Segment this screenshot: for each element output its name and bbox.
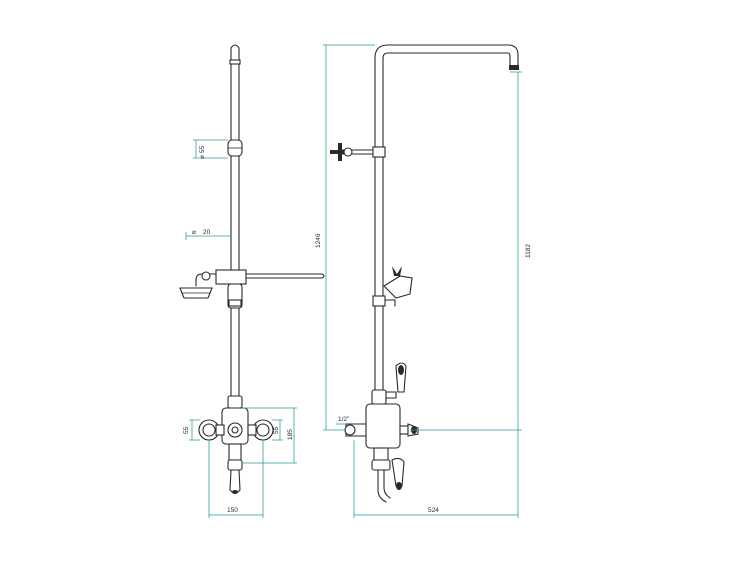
side-inlet-knob [344,424,356,436]
dim-inlet-label: 1/2" [338,416,350,423]
dim-projection-line [353,430,519,518]
dim-riser-line [185,232,231,240]
front-top-band [229,59,241,65]
side-bracket-collar [372,146,386,158]
side-hose-spout [377,469,391,503]
front-slider-block [215,269,247,285]
front-right-flange-inner [256,423,270,437]
dim-head-mount-symbol: ⌀ [199,155,206,159]
dim-total-height-label: 1246 [315,233,322,248]
side-lower-lever [391,457,405,487]
front-lower-collar [228,299,242,307]
dim-head-mount-line [193,139,228,159]
side-lower-collar [371,459,391,471]
dim-body-right-line [272,419,283,441]
side-holder-collar [372,295,386,307]
front-lever-tip [232,490,238,494]
dim-head-mount-label: 55 [199,145,206,153]
dim-riser-label: 20 [203,229,211,236]
side-riser-pipe [374,57,384,391]
front-left-arm [215,424,225,436]
side-upper-lever-tip [398,365,404,375]
front-view [179,44,325,494]
side-dimensions: 1246 1182 1/2" 524 [315,44,532,518]
side-bracket-knob [343,147,353,157]
front-lower-pipe [230,369,240,401]
dim-body-width-line [208,440,264,518]
side-upper-lever-stem [385,391,397,399]
dim-body-height-label: 185 [287,429,294,440]
front-center-knob-inner [231,426,239,434]
dim-projection-label: 524 [428,507,439,514]
side-view [330,44,519,503]
front-riser-pipe [230,47,240,371]
dim-body-left-line [189,419,200,441]
side-valve-body [365,403,401,449]
front-bottom-lever [229,469,241,494]
front-riser-top-cap [230,44,240,49]
front-dimensions: 55 ⌀ ⌀ 20 55 55 185 150 [183,139,297,518]
side-lower-union [373,447,389,461]
side-outlet-nozzle [509,65,519,70]
dim-outlet-height-label: 1182 [525,244,532,258]
front-lower-outlet [228,443,242,461]
front-arm-knob [201,271,211,281]
side-upper-union [371,389,387,405]
side-holder-bracket [384,299,396,307]
side-middle-lever-stem [399,425,409,435]
dim-body-right-label: 55 [273,426,280,434]
front-right-arm [247,424,257,436]
side-lower-lever-tip [396,482,402,490]
side-bracket-cross [330,143,346,161]
dim-body-width-label: 150 [227,507,238,514]
dim-body-left-label: 55 [183,426,190,434]
dim-riser-symbol: ⌀ [192,229,196,236]
front-shelf-rod [245,273,325,279]
dim-body-height-line [242,407,297,464]
front-union-top [227,395,243,409]
dim-outlet-height-line [410,71,522,431]
front-left-flange-inner [202,423,216,437]
side-handset-star [392,266,402,276]
front-bottom-collar [227,459,243,471]
side-handset-head [383,275,413,299]
side-top-bend [374,44,519,67]
dim-total-height-line [323,44,375,431]
